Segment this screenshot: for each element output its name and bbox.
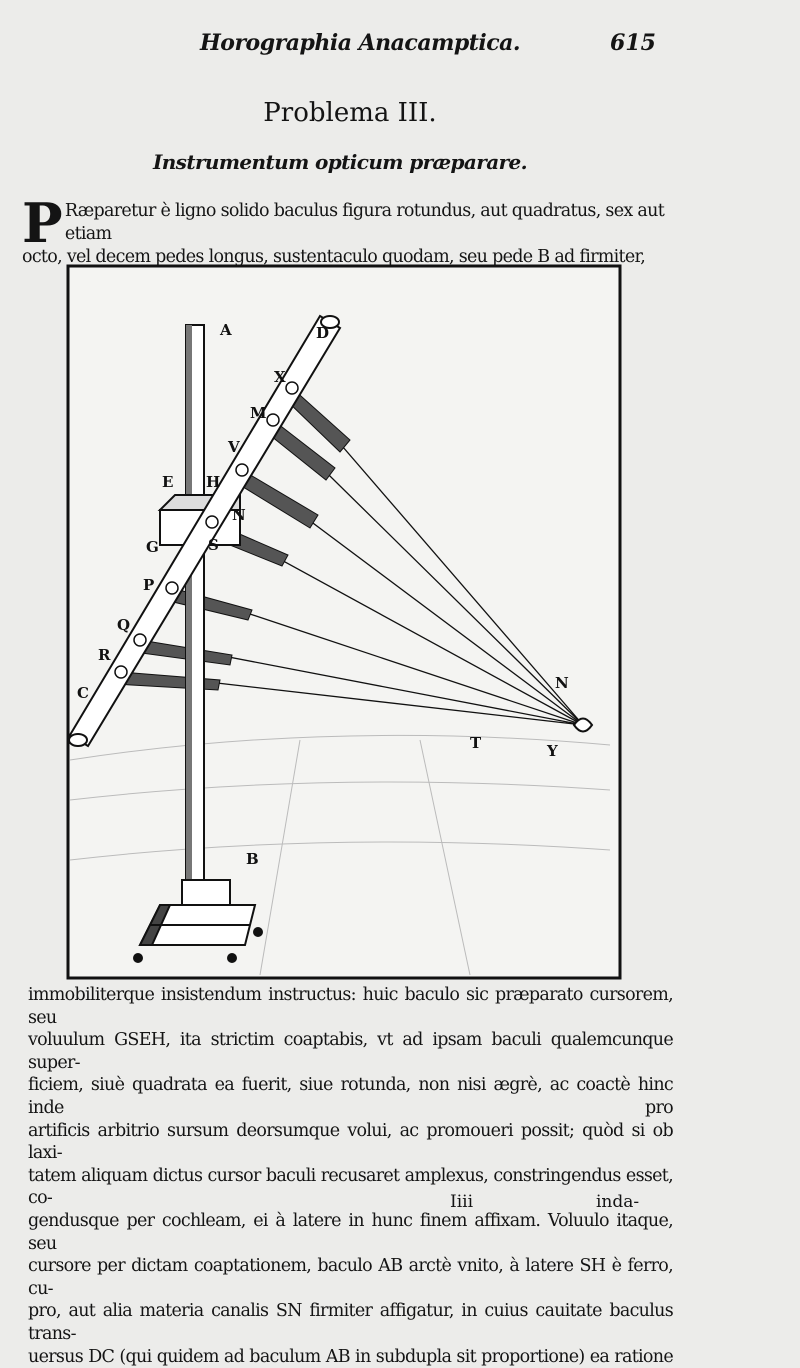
paragraph-top: P Ræparetur è ligno solido baculus figur… xyxy=(22,200,667,269)
eye-icon xyxy=(574,719,592,732)
text-line: gendusque per cochleam, ei à latere in h… xyxy=(28,1210,673,1255)
label-x: X xyxy=(274,368,286,386)
label-h: H xyxy=(206,473,220,491)
problem-subtitle: Instrumentum opticum præparare. xyxy=(0,150,680,174)
label-a: A xyxy=(219,321,232,339)
signature-mark: Iiii xyxy=(450,1192,473,1212)
label-t: T xyxy=(470,734,482,752)
text-line: ficiem, siuè quadrata ea fuerit, siue ro… xyxy=(28,1074,673,1119)
label-m: M xyxy=(250,404,267,422)
label-n: N xyxy=(232,506,246,524)
label-b: B xyxy=(246,850,259,868)
drop-cap: P xyxy=(22,200,62,246)
label-s: S xyxy=(208,536,219,554)
label-v: V xyxy=(227,438,240,456)
label-g: G xyxy=(146,538,159,556)
label-d: D xyxy=(316,324,329,342)
label-c: C xyxy=(77,684,89,702)
text-line: voluulum GSEH, ita strictim coaptabis, v… xyxy=(28,1029,673,1074)
text-line: immobiliterque insistendum instructus: h… xyxy=(28,984,673,1029)
label-p: P xyxy=(143,576,154,594)
label-y: Y xyxy=(546,742,558,760)
label-r: R xyxy=(98,646,111,664)
text-line: tatem aliquam dictus cursor baculi recus… xyxy=(28,1165,673,1210)
optical-instrument-figure: A D X M V E H N G S P Q R C T Y N B xyxy=(66,264,622,980)
text-line: cursore per dictam coaptationem, baculo … xyxy=(28,1255,673,1300)
label-q: Q xyxy=(117,616,130,634)
text-line: uersus DC (qui quidem ad baculum AB in s… xyxy=(28,1346,673,1368)
text-line: Ræparetur è ligno solido baculus figura … xyxy=(22,200,667,246)
running-title: Horographia Anacamptica. xyxy=(200,30,520,56)
catchword: inda- xyxy=(596,1192,639,1212)
page-number: 615 xyxy=(610,30,656,56)
label-n-eye: N xyxy=(555,674,569,692)
text-line: pro, aut alia materia canalis SN firmite… xyxy=(28,1300,673,1345)
problem-title: Problema III. xyxy=(0,98,700,128)
label-e: E xyxy=(162,473,173,491)
paragraph-bottom: immobiliterque insistendum instructus: h… xyxy=(28,984,673,1368)
text-line: artificis arbitrio sursum deorsumque vol… xyxy=(28,1120,673,1165)
